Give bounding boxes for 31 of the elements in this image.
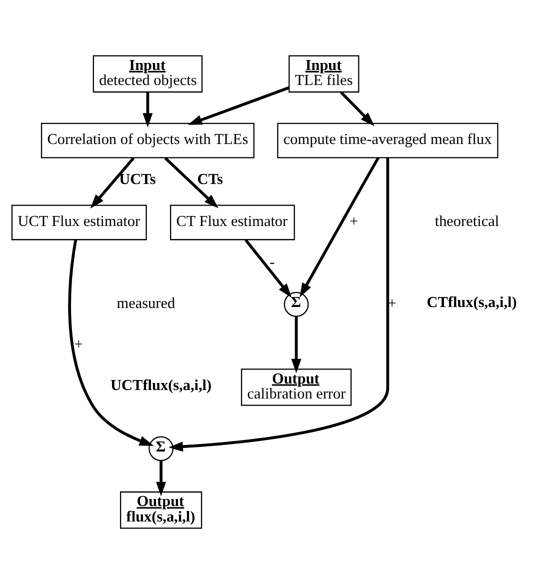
node-box: Output flux(s,a,i,l) [120, 491, 202, 529]
arrow [244, 239, 292, 298]
label: UCTflux(s,a,i,l) [110, 376, 212, 394]
edge-label: + [74, 336, 83, 353]
edge-label: UCTs [119, 171, 156, 188]
label: measured [116, 295, 176, 312]
edge-label: CTs [197, 171, 223, 188]
arrow [68, 239, 154, 446]
node-box: CT Flux estimator [170, 204, 295, 240]
node-box: compute time-averaged mean flux [277, 122, 498, 158]
node-box: Output calibration error [240, 368, 352, 406]
arrow [300, 157, 380, 298]
node-box: Input TLE files [288, 55, 360, 93]
node-box: Correlation of objects with TLEs [40, 122, 254, 158]
edge-label: - [270, 254, 275, 272]
label: theoretical [434, 213, 500, 230]
arrow [164, 157, 218, 208]
label: CTflux(s,a,i,l) [426, 294, 517, 312]
node-circle: Σ [284, 292, 309, 317]
arrow [291, 316, 302, 374]
edge-label: + [350, 213, 358, 230]
node-box: Input detected objects [92, 55, 203, 93]
arrow [168, 158, 390, 452]
arrow [340, 91, 374, 126]
node-box: UCT Flux estimator [11, 204, 147, 240]
edge-label: + [388, 295, 396, 312]
arrow [90, 157, 135, 209]
arrow [142, 92, 153, 128]
arrow [156, 460, 166, 496]
arrow [188, 86, 290, 125]
node-circle: Σ [148, 436, 174, 462]
